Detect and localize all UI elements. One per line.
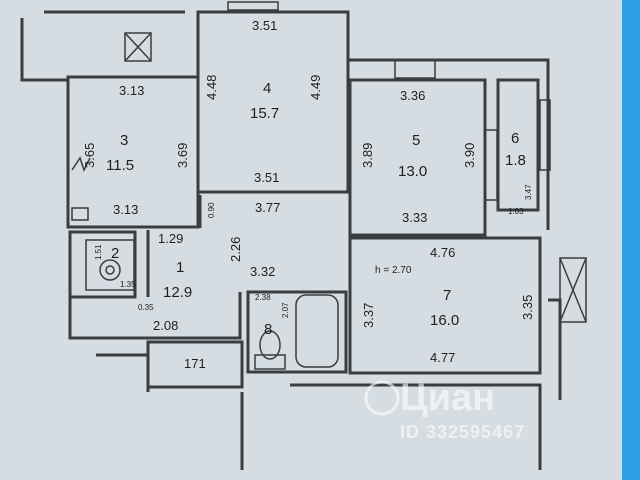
room-area-4: 15.7 bbox=[250, 105, 279, 122]
dim-room5-top: 3.36 bbox=[400, 88, 425, 103]
room-area-5: 13.0 bbox=[398, 163, 427, 180]
room-number-1: 1 bbox=[176, 259, 184, 276]
dim-room5-right: 3.90 bbox=[462, 143, 477, 168]
dim-hall-top: 3.77 bbox=[255, 200, 280, 215]
dim-hall-side: 2.26 bbox=[228, 237, 243, 262]
windows bbox=[124, 1, 587, 323]
watermark: Циан ID 332595467 bbox=[364, 377, 525, 442]
dim-room2-bottom: 1.35 bbox=[120, 280, 136, 289]
dim-room1-small: 0.35 bbox=[138, 303, 154, 312]
right-accent-strip bbox=[622, 0, 640, 480]
dim-room3-right: 3.69 bbox=[175, 143, 190, 168]
dim-room5-left: 3.89 bbox=[360, 143, 375, 168]
room-number-8: 8 bbox=[264, 321, 272, 338]
room-area-7: 16.0 bbox=[430, 312, 459, 329]
dim-room1-bottom: 2.08 bbox=[153, 318, 178, 333]
room-area-1: 12.9 bbox=[163, 284, 192, 301]
room-area-3: 11.5 bbox=[106, 157, 134, 174]
dim-corridor: 171 bbox=[184, 356, 206, 371]
dim-room4-top: 3.51 bbox=[252, 18, 277, 33]
dim-room4-left: 4.48 bbox=[204, 75, 219, 100]
room-number-7: 7 bbox=[443, 287, 451, 304]
room-area-6: 1.8 bbox=[505, 152, 526, 169]
dim-room6-width: 1.03 bbox=[508, 207, 524, 216]
dim-hall-small: 0.90 bbox=[207, 202, 216, 218]
dim-room2-side: 1.51 bbox=[94, 244, 103, 260]
watermark-logo-icon bbox=[364, 380, 400, 416]
ceiling-height: h = 2.70 bbox=[375, 265, 412, 276]
dim-room5-bottom: 3.33 bbox=[402, 210, 427, 225]
dim-room3-left: 3.65 bbox=[82, 143, 97, 168]
dim-room7-left: 3.37 bbox=[361, 303, 376, 328]
room-number-4: 4 bbox=[263, 80, 271, 97]
dim-room7-bottom: 4.77 bbox=[430, 350, 455, 365]
dim-room3-bottom: 3.13 bbox=[113, 202, 138, 217]
room-number-6: 6 bbox=[511, 130, 519, 147]
room-number-2: 2 bbox=[111, 245, 119, 262]
dim-room3-top: 3.13 bbox=[119, 83, 144, 98]
watermark-brand: Циан bbox=[400, 377, 495, 419]
dim-room8-small-b: 2.07 bbox=[281, 302, 290, 318]
dim-room7-top: 4.76 bbox=[430, 245, 455, 260]
dim-room4-right: 4.49 bbox=[308, 75, 323, 100]
walls bbox=[20, 10, 562, 470]
dim-room8-small-a: 2.38 bbox=[255, 293, 271, 302]
dim-room4-bottom: 3.51 bbox=[254, 170, 279, 185]
fixtures bbox=[71, 156, 339, 370]
room-number-3: 3 bbox=[120, 132, 128, 149]
room-number-5: 5 bbox=[412, 132, 420, 149]
dim-room2-top: 1.29 bbox=[158, 231, 183, 246]
dim-room6-height: 3.47 bbox=[524, 184, 533, 200]
watermark-listing-id: ID 332595467 bbox=[400, 422, 525, 442]
dim-room8-top: 3.32 bbox=[250, 264, 275, 279]
dim-room7-right: 3.35 bbox=[520, 295, 535, 320]
